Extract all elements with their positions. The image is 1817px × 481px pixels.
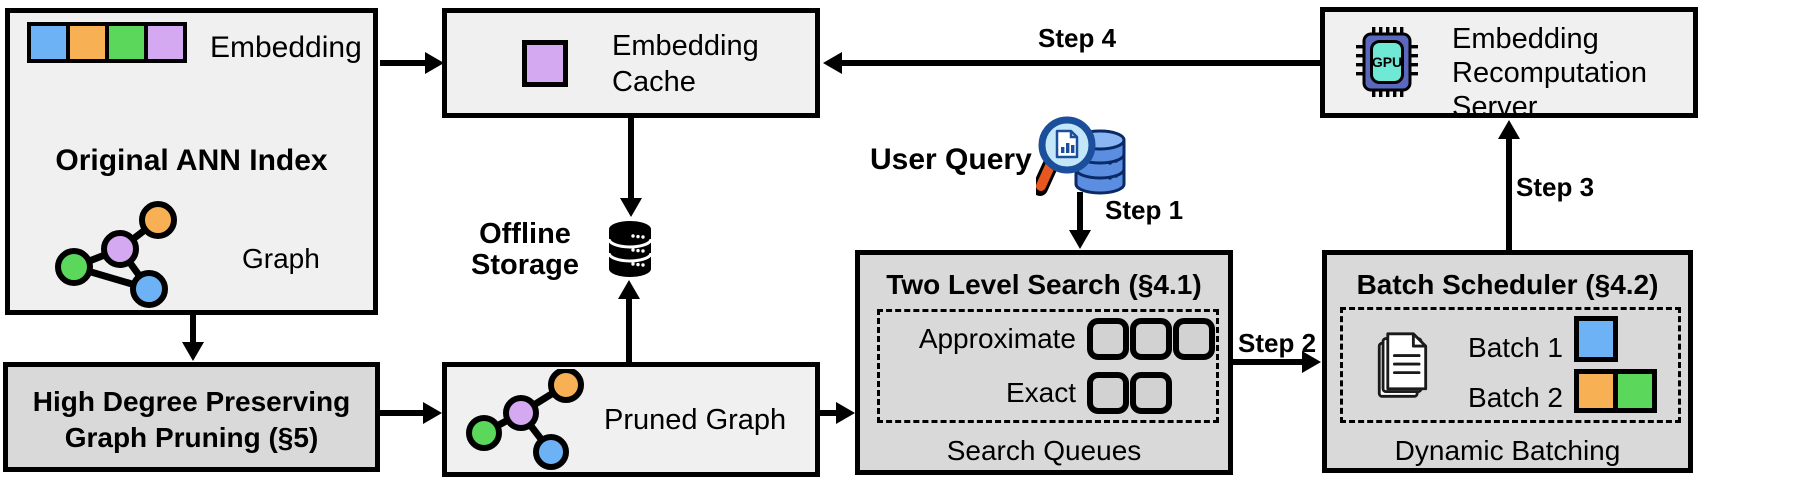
batch2-item-orange: [1574, 369, 1618, 413]
search-queues-caption: Search Queues: [946, 435, 1142, 466]
arrow-step1-query-to-search: [1077, 192, 1083, 230]
gpu-chip-icon: GPU: [1356, 27, 1418, 97]
embedding-cache-label: Embedding Cache: [612, 30, 759, 98]
batch2-label: Batch 2: [1468, 382, 1563, 413]
embedding-label: Embedding: [210, 31, 362, 64]
queue-slot-icon: [1087, 372, 1129, 414]
ann-graph-icon: [55, 201, 177, 308]
dynamic-batching-panel: Batch 1 Batch 2: [1340, 307, 1681, 423]
embedding-cell-orange: [66, 22, 109, 63]
dynamic-batching-caption: Dynamic Batching: [1394, 435, 1621, 466]
batch-scheduler-title: Batch Scheduler (§4.2): [1356, 269, 1659, 300]
queue-slot-icon: [1087, 318, 1129, 360]
original-ann-index-box: Embedding Original ANN Index Graph: [5, 8, 378, 315]
batch1-label: Batch 1: [1468, 332, 1563, 363]
two-level-search-box: Two Level Search (§4.1) Approximate Exac…: [855, 250, 1233, 475]
arrow-ann-to-cache: [380, 60, 425, 66]
approximate-label: Approximate: [918, 323, 1076, 354]
arrow-ann-to-pruning: [190, 315, 196, 342]
embedding-cell-blue: [27, 22, 70, 63]
gpu-text: GPU: [1372, 54, 1402, 70]
cached-embedding-icon: [522, 40, 568, 87]
arrow-pruned-to-storage: [626, 299, 632, 362]
documents-stack-icon: [1377, 332, 1428, 398]
recomputation-server-label: Embedding Recomputation Server: [1452, 23, 1648, 123]
batch1-item-blue: [1574, 316, 1618, 362]
arrow-cache-to-storage: [628, 118, 634, 198]
arrow-step3-scheduler-to-server: [1506, 139, 1512, 250]
two-level-search-title: Two Level Search (§4.1): [886, 269, 1202, 300]
user-query-icon: [1036, 116, 1126, 196]
pruned-graph-label: Pruned Graph: [604, 404, 787, 436]
search-queues-panel: Approximate Exact: [877, 309, 1219, 423]
queue-slot-icon: [1173, 318, 1215, 360]
exact-queue-row: Exact: [880, 372, 1172, 414]
pruned-graph-box: Pruned Graph: [442, 362, 820, 477]
offline-storage-label: Offline Storage: [471, 218, 579, 281]
embedding-cell-purple: [144, 22, 187, 63]
batch2-item-green: [1613, 369, 1657, 413]
user-query-label: User Query: [870, 143, 1032, 176]
high-degree-pruning-title: High Degree Preserving Graph Pruning (§5…: [32, 386, 351, 453]
exact-label: Exact: [1005, 377, 1076, 408]
high-degree-pruning-box: High Degree Preserving Graph Pruning (§5…: [3, 362, 380, 472]
embedding-vector-icon: [27, 22, 187, 63]
queue-slot-icon: [1130, 372, 1172, 414]
approximate-queue-row: Approximate: [880, 318, 1215, 360]
graph-label: Graph: [242, 243, 320, 274]
arrow-pruning-to-pruned-graph: [380, 410, 423, 416]
batch-scheduler-box: Batch Scheduler (§4.2) Batch 1 Batch 2: [1322, 250, 1693, 473]
arrow-step2-search-to-scheduler: [1233, 359, 1302, 365]
pruned-graph-icon: [466, 369, 584, 470]
recomputation-server-box: GPU Embedding Recomputation Server: [1320, 7, 1698, 123]
queue-slot-icon: [1130, 318, 1172, 360]
embedding-cell-green: [105, 22, 148, 63]
original-ann-index-title: Original ANN Index: [55, 144, 328, 177]
arrow-step4-server-to-cache: [842, 60, 1320, 66]
step3-label: Step 3: [1516, 172, 1595, 202]
step4-label: Step 4: [1038, 23, 1117, 53]
offline-storage-database-icon: [607, 221, 653, 277]
step1-label: Step 1: [1105, 195, 1184, 225]
arrow-pruned-graph-to-search: [820, 410, 836, 416]
embedding-cache-box: Embedding Cache: [442, 8, 820, 118]
